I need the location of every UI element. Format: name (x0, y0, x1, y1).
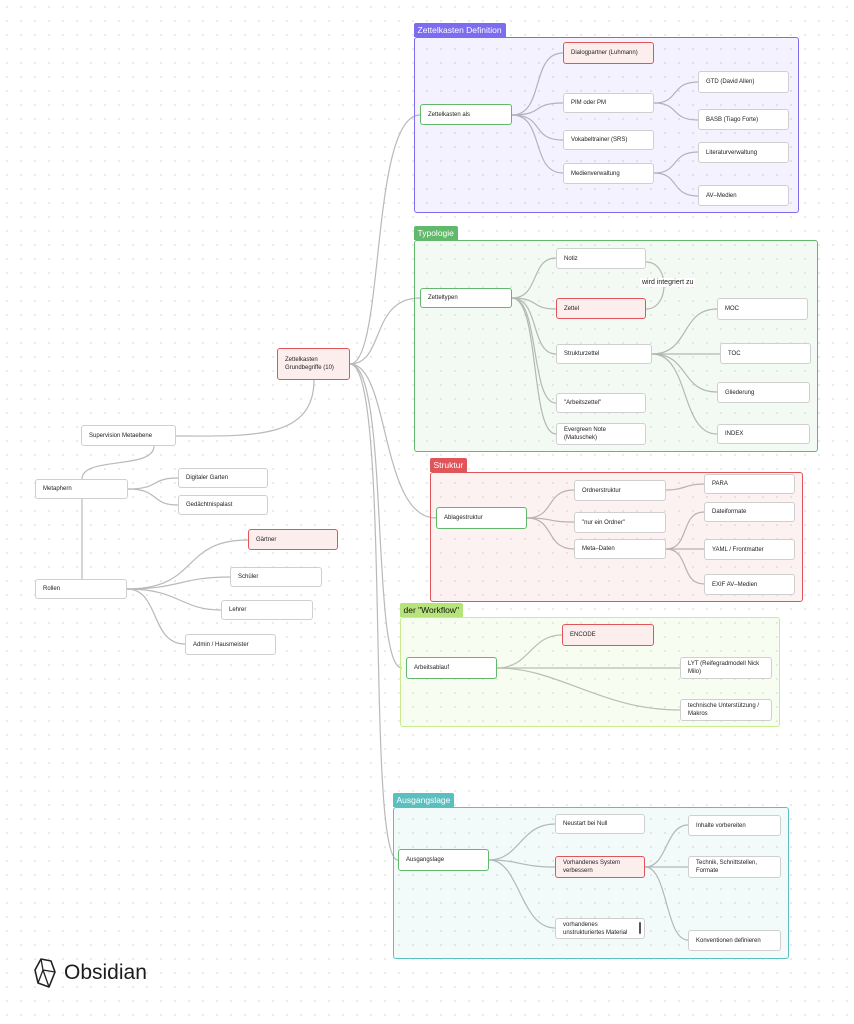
node-index[interactable]: INDEX (717, 424, 810, 444)
node-inhalte[interactable]: Inhalte vorbereiten (688, 815, 781, 836)
node-vokabeltrainer[interactable]: Vokabeltrainer (SRS) (563, 130, 654, 150)
node-evergreen[interactable]: Evergreen Note (Matuschek) (556, 423, 646, 445)
node-metaphern[interactable]: Metaphern (35, 479, 128, 499)
node-dialogpartner[interactable]: Dialogpartner (Luhmann) (563, 42, 654, 64)
node-ausgangslage[interactable]: Ausgangslage (398, 849, 489, 871)
node-digitaler-garten[interactable]: Digitaler Garten (178, 468, 268, 488)
node-lyt[interactable]: LYT (Reifegradmodell Nick Milo) (680, 657, 772, 679)
node-gedaechtnispalast[interactable]: Gedächtnispalast (178, 495, 268, 515)
node-schueler[interactable]: Schüler (230, 567, 322, 587)
node-gaertner[interactable]: Gärtner (248, 529, 338, 550)
node-nur-ein-ordner[interactable]: "nur ein Ordner" (574, 512, 666, 533)
node-konventionen[interactable]: Konventionen definieren (688, 930, 781, 951)
node-lehrer[interactable]: Lehrer (221, 600, 313, 620)
node-para[interactable]: PARA (704, 474, 795, 494)
node-medienverwaltung[interactable]: Medienverwaltung (563, 163, 654, 184)
node-notiz[interactable]: Notiz (556, 248, 646, 269)
node-yaml[interactable]: YAML / Frontmatter (704, 539, 795, 560)
node-ablagestruktur[interactable]: Ablagestruktur (436, 507, 527, 529)
node-basb[interactable]: BASB (Tiago Forte) (698, 109, 789, 130)
node-arbeitsablauf[interactable]: Arbeitsablauf (406, 657, 497, 679)
group-label: Struktur (429, 458, 468, 472)
node-av-medien[interactable]: AV–Medien (698, 185, 789, 206)
node-strukturzettel[interactable]: Strukturzettel (556, 344, 652, 364)
node-admin[interactable]: Admin / Hausmeister (185, 634, 276, 655)
node-encode[interactable]: ENCODE (562, 624, 654, 646)
obsidian-crystal-icon (34, 958, 56, 988)
node-moc[interactable]: MOC (717, 298, 808, 320)
node-zetteltypen[interactable]: Zetteltypen (420, 288, 512, 308)
obsidian-logo-text: Obsidian (64, 961, 147, 984)
node-root[interactable]: Zettelkasten Grundbegriffe (10) (277, 348, 350, 380)
node-meta-daten[interactable]: Meta–Daten (574, 539, 666, 559)
node-vorhandenes-system[interactable]: Vorhandenes System verbessern (555, 856, 645, 878)
node-zettel[interactable]: Zettel (556, 298, 646, 319)
node-technisch[interactable]: technische Unterstützung / Makros (680, 699, 772, 721)
node-gtd[interactable]: GTD (David Allen) (698, 71, 789, 93)
node-literaturverwaltung[interactable]: Literaturverwaltung (698, 142, 789, 163)
node-neustart[interactable]: Neustart bei Null (555, 814, 645, 834)
group-label: Typologie (413, 226, 458, 240)
node-ordnerstruktur[interactable]: Ordnerstruktur (574, 480, 666, 501)
node-unstrukturiertes-material[interactable]: vorhandenes unstrukturiertes Material (555, 918, 645, 939)
node-technik[interactable]: Technik, Schnittstellen, Formate (688, 856, 781, 878)
node-pim[interactable]: PIM oder PM (563, 93, 654, 113)
node-zettelkasten-als[interactable]: Zettelkasten als (420, 104, 512, 125)
node-rollen[interactable]: Rollen (35, 579, 127, 599)
group-label: Zettelkasten Definition (413, 23, 506, 37)
node-exif[interactable]: EXIF AV–Medien (704, 574, 795, 595)
obsidian-logo: Obsidian (34, 958, 147, 988)
edge-label-integriert: wird integriert zu (640, 278, 696, 287)
node-supervision[interactable]: Supervision Metaebene (81, 425, 176, 446)
node-gliederung[interactable]: Gliederung (717, 382, 810, 403)
node-arbeitszettel[interactable]: "Arbeitszettel" (556, 393, 646, 413)
node-dateiformate[interactable]: Dateiformate (704, 502, 795, 522)
node-toc[interactable]: TOC (720, 343, 811, 364)
group-label: Ausgangslage (392, 793, 455, 807)
group-label: der "Workflow" (399, 603, 463, 617)
